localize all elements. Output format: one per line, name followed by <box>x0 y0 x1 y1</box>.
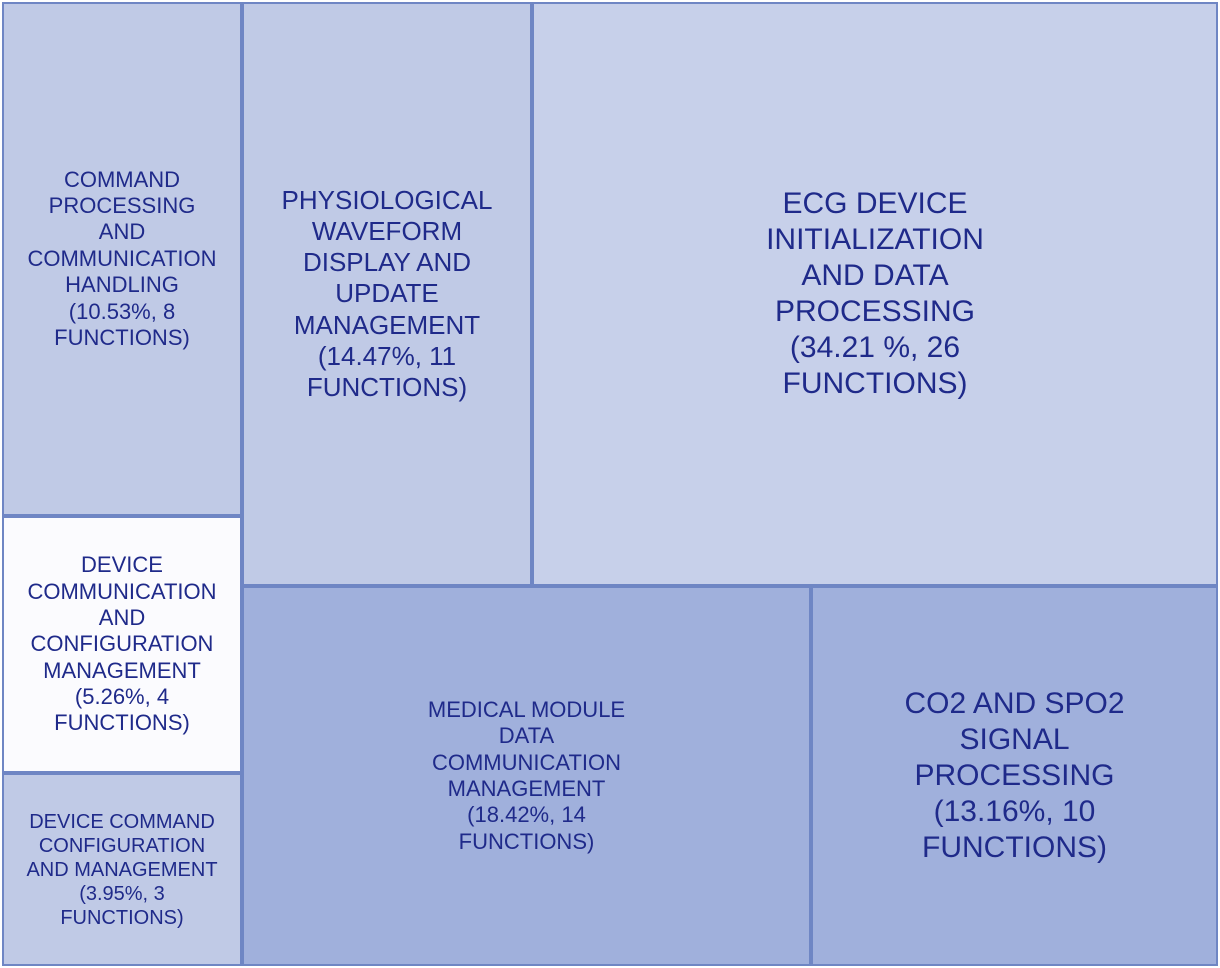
treemap-tile-device-command-config: DEVICE COMMAND CONFIGURATION AND MANAGEM… <box>2 773 242 966</box>
treemap-tile-label: ECG DEVICE INITIALIZATION AND DATA PROCE… <box>766 187 984 400</box>
treemap-tile-medical-module: MEDICAL MODULE DATA COMMUNICATION MANAGE… <box>242 586 811 966</box>
treemap-tile-label: PHYSIOLOGICAL WAVEFORM DISPLAY AND UPDAT… <box>281 184 493 402</box>
treemap-tile-label: CO2 AND SPO2 SIGNAL PROCESSING (13.16%, … <box>904 687 1125 864</box>
treemap-tile-label: COMMAND PROCESSING AND COMMUNICATION HAN… <box>27 166 217 350</box>
treemap-tile-command-processing: COMMAND PROCESSING AND COMMUNICATION HAN… <box>2 2 242 516</box>
treemap-tile-device-communication-config: DEVICE COMMUNICATION AND CONFIGURATION M… <box>2 516 242 773</box>
treemap-tile-label: MEDICAL MODULE DATA COMMUNICATION MANAGE… <box>427 696 626 854</box>
treemap-tile-co2-spo2: CO2 AND SPO2 SIGNAL PROCESSING (13.16%, … <box>811 586 1218 966</box>
treemap-tile-label: DEVICE COMMUNICATION AND CONFIGURATION M… <box>27 552 217 736</box>
treemap-tile-label: DEVICE COMMAND CONFIGURATION AND MANAGEM… <box>26 810 218 929</box>
treemap-tile-ecg-device: ECG DEVICE INITIALIZATION AND DATA PROCE… <box>532 2 1218 586</box>
treemap-tile-physiological-waveform: PHYSIOLOGICAL WAVEFORM DISPLAY AND UPDAT… <box>242 2 532 586</box>
